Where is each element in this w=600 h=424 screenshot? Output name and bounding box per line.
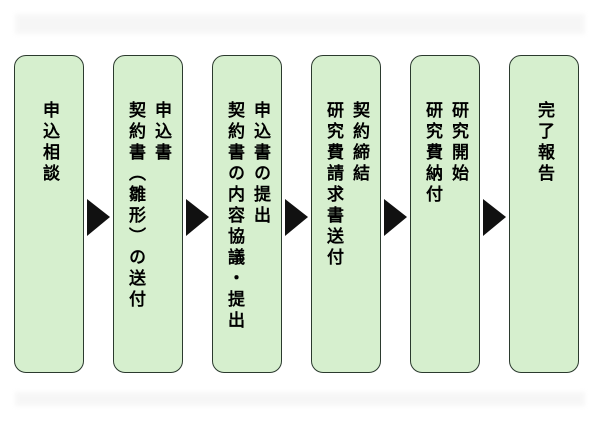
scan-artifact-bottom — [15, 392, 585, 406]
flow-arrow — [84, 55, 113, 373]
scan-artifact-top — [15, 14, 585, 34]
right-arrow-icon — [483, 198, 506, 236]
flow-step-label: 申込書の提出 契約書の内容協議・提出 — [225, 101, 270, 332]
right-arrow-icon — [186, 198, 209, 236]
flow-step-box: 申込書の提出 契約書の内容協議・提出 — [212, 55, 282, 373]
flow-step-box: 申込書 契約書（雛形）の送付 — [113, 55, 183, 373]
flow-arrow — [282, 55, 311, 373]
flow-step-label: 契約締結 研究費請求書送付 — [324, 101, 369, 269]
flow-step-box: 完了報告 — [509, 55, 579, 373]
right-arrow-icon — [285, 198, 308, 236]
flow-step-box: 申込相談 — [14, 55, 84, 373]
flow-arrow — [480, 55, 509, 373]
flow-step-label: 申込書 契約書（雛形）の送付 — [126, 101, 171, 311]
flow-step-label: 研究開始 研究費納付 — [423, 101, 468, 206]
flow-row: 申込相談 申込書 契約書（雛形）の送付 申込書の提出 契約書の内容協議・提出 契… — [14, 55, 579, 373]
flow-step-label: 申込相談 — [40, 101, 59, 185]
flow-arrow — [183, 55, 212, 373]
right-arrow-icon — [384, 198, 407, 236]
flow-arrow — [381, 55, 410, 373]
flow-step-box: 研究開始 研究費納付 — [410, 55, 480, 373]
right-arrow-icon — [87, 198, 110, 236]
flow-step-box: 契約締結 研究費請求書送付 — [311, 55, 381, 373]
flow-step-label: 完了報告 — [535, 101, 554, 185]
